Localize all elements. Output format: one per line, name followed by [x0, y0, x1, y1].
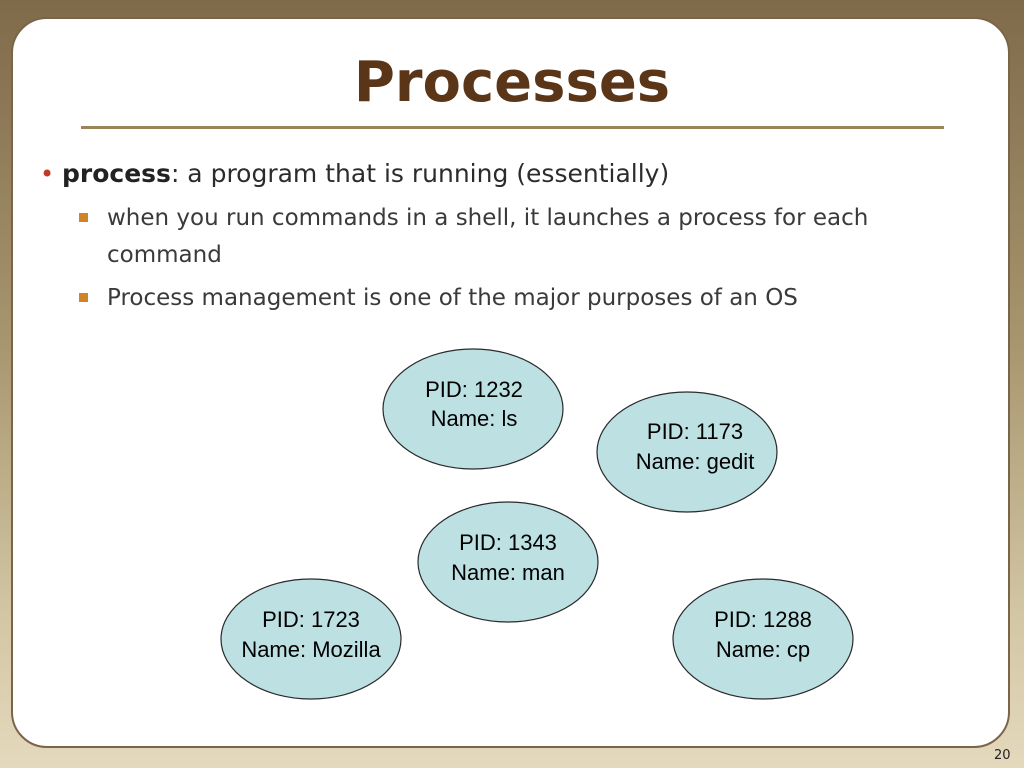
bullet-definition: : a program that is running (essentially… [170, 159, 670, 188]
bullet-dot-icon: • [40, 160, 55, 188]
process-name: Name: Mozilla [241, 637, 381, 662]
sub-bullet-text: Process management is one of the major p… [107, 285, 798, 311]
process-node: PID: 1173 Name: gedit [596, 391, 778, 513]
sub-bullet-item: Process management is one of the major p… [79, 280, 976, 317]
slide-number: 20 [994, 748, 1011, 763]
square-bullet-icon [79, 213, 88, 222]
process-node: PID: 1288 Name: cp [672, 578, 854, 700]
process-name: Name: gedit [636, 449, 755, 474]
process-pid: PID: 1288 [714, 607, 812, 632]
process-name: Name: ls [431, 406, 518, 431]
process-node: PID: 1343 Name: man [417, 501, 599, 623]
square-bullet-icon [79, 293, 88, 302]
process-name: Name: man [451, 560, 565, 585]
process-node: PID: 1232 Name: ls [382, 348, 564, 470]
process-pid: PID: 1173 [647, 419, 743, 444]
process-ellipse [220, 578, 402, 700]
process-ellipse [417, 501, 599, 623]
bullet-list: • process: a program that is running (es… [36, 150, 976, 317]
bullet-item-process: • process: a program that is running (es… [36, 154, 976, 194]
title-divider [81, 126, 944, 129]
process-ellipse [672, 578, 854, 700]
process-ellipse [596, 391, 778, 513]
bullet-term: process [62, 159, 171, 188]
sub-bullet-item: when you run commands in a shell, it lau… [79, 200, 976, 274]
process-pid: PID: 1343 [459, 530, 557, 555]
process-name: Name: cp [716, 637, 810, 662]
process-pid: PID: 1232 [425, 377, 523, 402]
slide-title: Processes [353, 50, 671, 115]
sub-bullet-text: when you run commands in a shell, it lau… [107, 205, 869, 268]
process-node: PID: 1723 Name: Mozilla [220, 578, 402, 700]
process-pid: PID: 1723 [262, 607, 360, 632]
process-ellipse [382, 348, 564, 470]
